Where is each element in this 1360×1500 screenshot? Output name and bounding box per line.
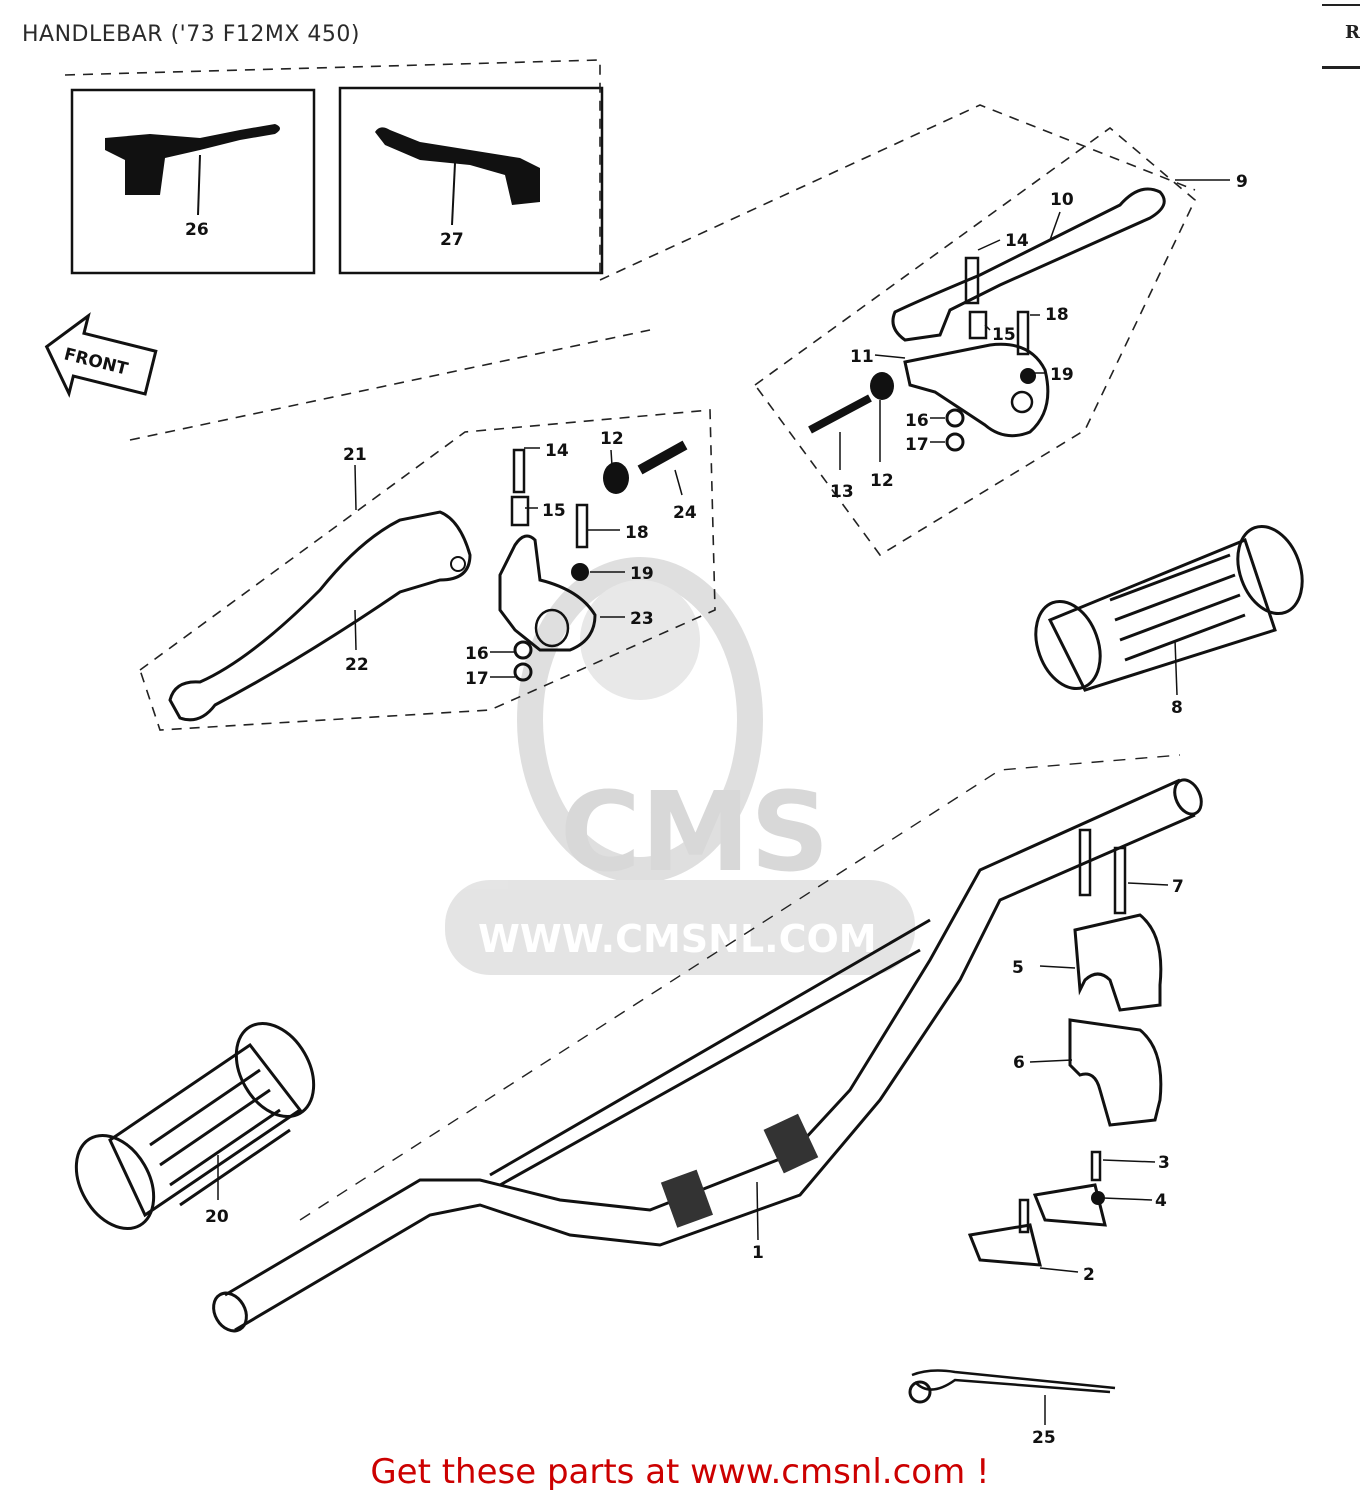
callout-21: 21: [343, 445, 367, 465]
right-lever: [891, 187, 1166, 342]
callout-7: 7: [1172, 877, 1184, 897]
group-outline-bar: [299, 754, 1181, 1221]
callout-15-right: 15: [992, 325, 1016, 345]
corner-rule: [1322, 66, 1360, 69]
right-lever-holder: [903, 342, 1050, 438]
handlebar-1: [212, 778, 1203, 1333]
parts-diagram: CMS WWW.CMSNL.COM FRONT: [44, 59, 1304, 1448]
callout-24: 24: [673, 503, 697, 523]
corner-rule-top: [1322, 4, 1360, 6]
group-outline-top: [64, 59, 1196, 281]
callout-17-right: 17: [905, 435, 929, 455]
callout-18-right: 18: [1045, 305, 1069, 325]
cms-watermark: CMS WWW.CMSNL.COM: [445, 557, 915, 975]
callout-2: 2: [1083, 1265, 1095, 1285]
corner-mark: R: [1345, 22, 1360, 43]
front-arrow: FRONT: [44, 312, 158, 398]
callout-14-left: 14: [545, 441, 569, 461]
group-outline-right-lever: [753, 126, 1196, 557]
left-lever: [168, 510, 472, 722]
inset-box-27: [338, 86, 604, 275]
cable-tie-25: [911, 1369, 1116, 1394]
callout-27: 27: [440, 230, 464, 250]
front-arrow-label: FRONT: [62, 344, 130, 379]
callout-leaders: [217, 179, 1230, 1425]
callout-20: 20: [205, 1207, 229, 1227]
watermark-url-text: WWW.CMSNL.COM: [478, 917, 877, 961]
callout-25: 25: [1032, 1428, 1056, 1448]
grip-left: [74, 1021, 316, 1231]
footer-cta[interactable]: Get these parts at www.cmsnl.com !: [370, 1452, 990, 1492]
grip-right: [1034, 524, 1304, 692]
callout-10: 10: [1050, 190, 1074, 210]
callout-22: 22: [345, 655, 369, 675]
lower-clamp-6: [1068, 1018, 1163, 1127]
watermark-logo-text: CMS: [560, 768, 829, 896]
callout-3: 3: [1158, 1153, 1170, 1173]
callout-13: 13: [830, 482, 854, 502]
callout-16-right: 16: [905, 411, 929, 431]
callout-18-left: 18: [625, 523, 649, 543]
callout-12-left: 12: [600, 429, 624, 449]
small-clamp-2: [967, 1183, 1107, 1267]
callout-9: 9: [1236, 172, 1248, 192]
lever-27: [375, 127, 540, 205]
callout-labels: 1 2 3 4 5 6 7 8 9 10 11 12 13 14 15 16 1…: [185, 172, 1248, 1448]
callout-15-left: 15: [542, 501, 566, 521]
callout-1: 1: [752, 1243, 764, 1263]
callout-4: 4: [1155, 1191, 1167, 1211]
left-lever-holder: [498, 534, 597, 652]
callout-17-left: 17: [465, 669, 489, 689]
upper-clamp-5: [1073, 913, 1163, 1012]
callout-19-right: 19: [1050, 365, 1074, 385]
callout-19-left: 19: [630, 564, 654, 584]
inset-box-26: [70, 88, 316, 275]
callout-8: 8: [1171, 698, 1183, 718]
diagram-title: HANDLEBAR ('73 F12MX 450): [22, 22, 360, 47]
callout-6: 6: [1013, 1053, 1025, 1073]
lever-26: [105, 124, 280, 195]
callout-16-left: 16: [465, 644, 489, 664]
callout-14-right: 14: [1005, 231, 1029, 251]
group-outline-left-lever: [129, 329, 716, 731]
callout-12-right: 12: [870, 471, 894, 491]
callout-26: 26: [185, 220, 209, 240]
callout-11: 11: [850, 347, 874, 367]
callout-5: 5: [1012, 958, 1024, 978]
callout-23: 23: [630, 609, 654, 629]
